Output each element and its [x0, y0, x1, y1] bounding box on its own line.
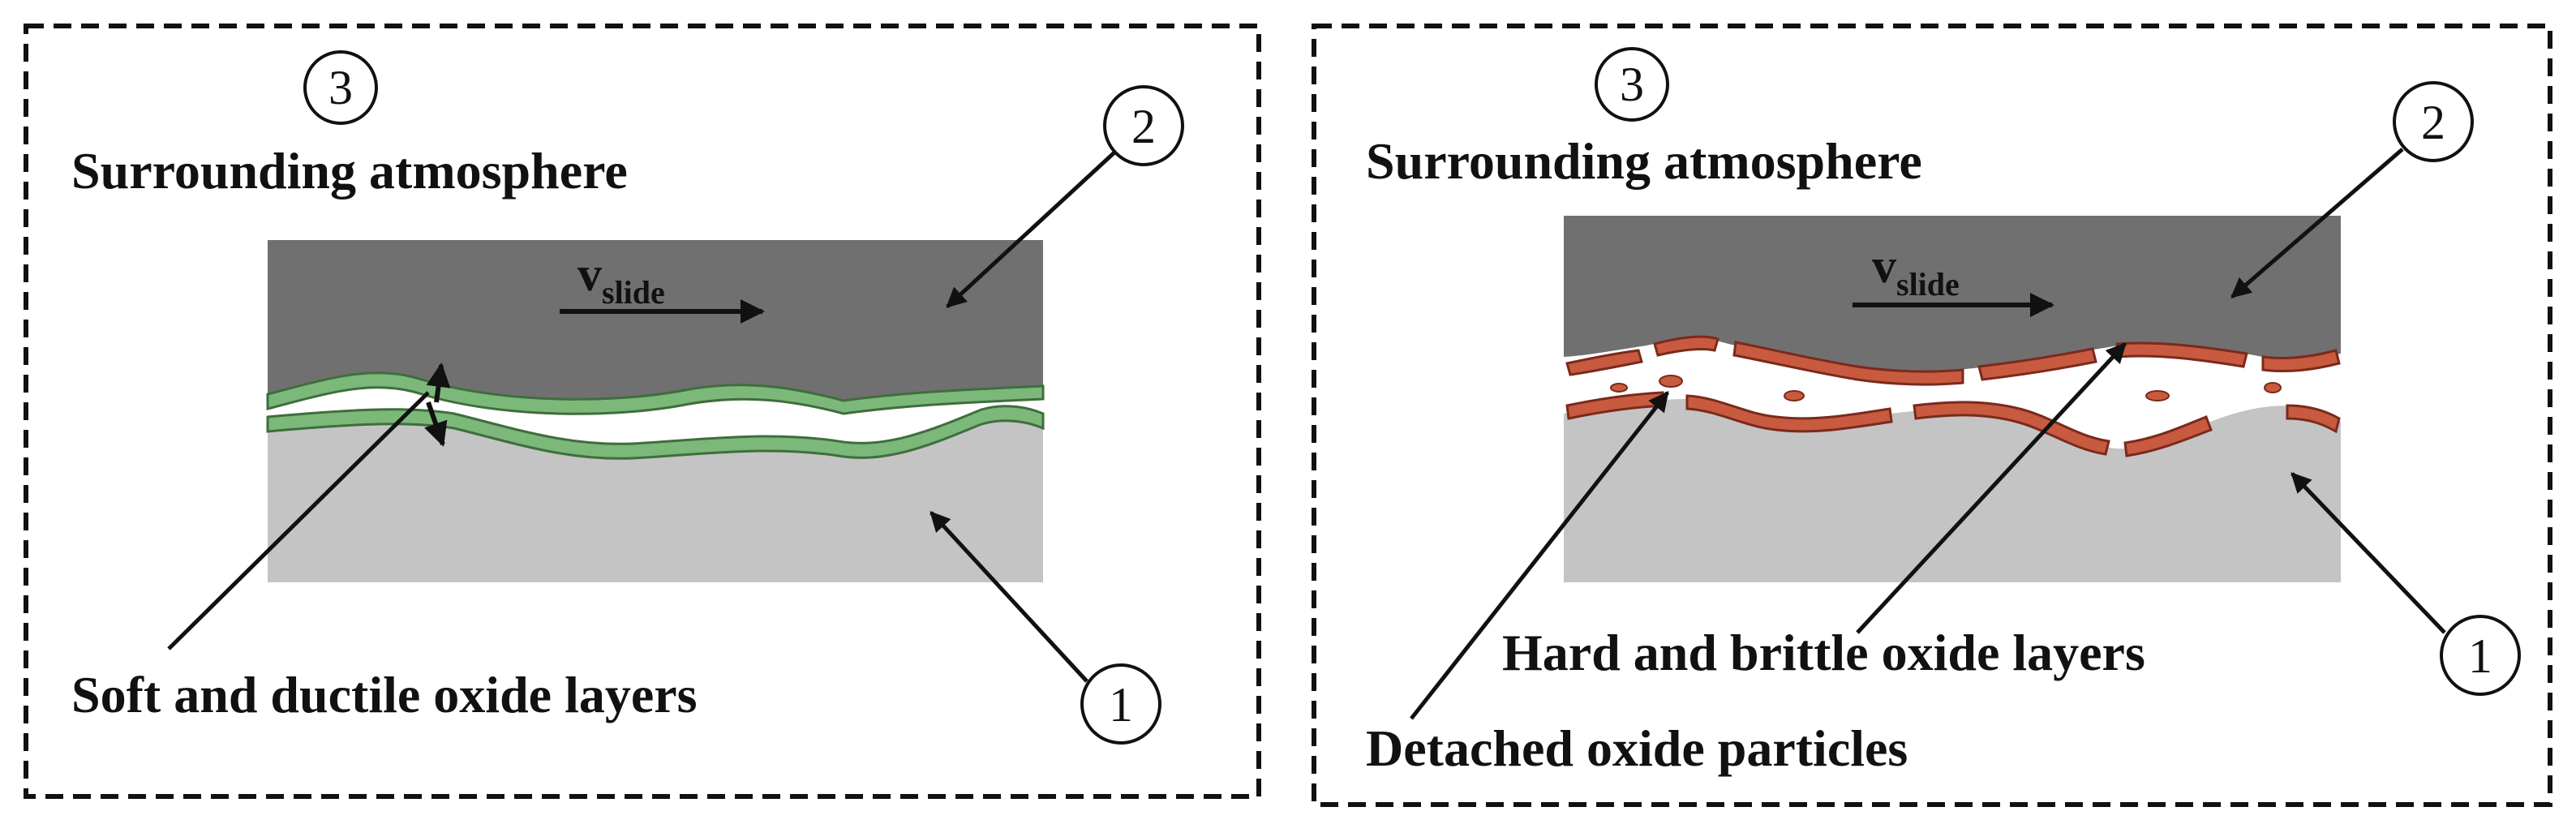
right-particles-label: Detached oxide particles	[1366, 719, 1908, 777]
right-lower-oxide-layer	[1565, 391, 2341, 457]
svg-text:vslide: vslide	[1872, 239, 1960, 303]
right-lower-body	[1564, 399, 2341, 582]
left-marker-2-text: 2	[1131, 100, 1156, 153]
right-arrow-1	[2290, 472, 2446, 634]
left-marker-3: 3	[303, 50, 378, 125]
right-marker-3: 3	[1595, 47, 1669, 122]
left-pointer-line	[167, 391, 430, 650]
right-detached-particles	[1610, 375, 2282, 401]
left-arrow-lower-layer	[423, 401, 448, 447]
right-panel: 3 Surrounding atmosphere	[1312, 24, 2552, 807]
left-marker-2: 2	[1103, 85, 1184, 166]
right-panel-frame	[1312, 24, 2552, 807]
left-layer-label: Soft and ductile oxide layers	[71, 666, 698, 723]
right-velocity-v: v	[1872, 239, 1896, 293]
left-velocity-indicator: vslide	[560, 247, 765, 324]
right-layer-label: Hard and brittle oxide layers	[1502, 624, 2145, 681]
right-velocity-subscript: slide	[1896, 266, 1960, 303]
right-arrow-2	[2230, 148, 2404, 298]
right-marker-3-text: 3	[1620, 58, 1644, 111]
left-marker-1: 1	[1080, 663, 1161, 745]
left-velocity-subscript: slide	[602, 274, 665, 311]
right-marker-2-text: 2	[2421, 96, 2445, 149]
svg-text:vslide: vslide	[577, 247, 665, 311]
right-arrow-brittle-layer	[1856, 342, 2127, 634]
left-marker-1-text: 1	[1109, 678, 1133, 732]
left-lower-oxide-layer	[266, 405, 1045, 460]
right-marker-1: 1	[2440, 615, 2521, 696]
left-upper-oxide-layer	[266, 371, 1045, 415]
right-atmosphere-label: Surrounding atmosphere	[1366, 132, 1922, 190]
left-arrow-1	[930, 511, 1088, 683]
left-atmosphere-label: Surrounding atmosphere	[71, 142, 628, 200]
left-marker-3-text: 3	[328, 61, 353, 114]
right-upper-body	[1564, 216, 2341, 371]
right-marker-1-text: 1	[2468, 629, 2492, 683]
left-arrow-upper-layer	[426, 363, 451, 403]
right-arrow-particle	[1410, 391, 1669, 720]
left-panel: 3 Surrounding atmosphere vslide 2 1	[24, 24, 1261, 799]
right-velocity-indicator: vslide	[1853, 239, 2054, 317]
left-panel-frame	[24, 24, 1261, 799]
right-upper-oxide-layer	[1565, 335, 2341, 386]
right-marker-2: 2	[2393, 81, 2474, 162]
left-velocity-v: v	[577, 247, 602, 301]
left-upper-body	[268, 240, 1043, 402]
left-lower-body	[268, 418, 1043, 582]
left-arrow-2	[946, 151, 1116, 308]
